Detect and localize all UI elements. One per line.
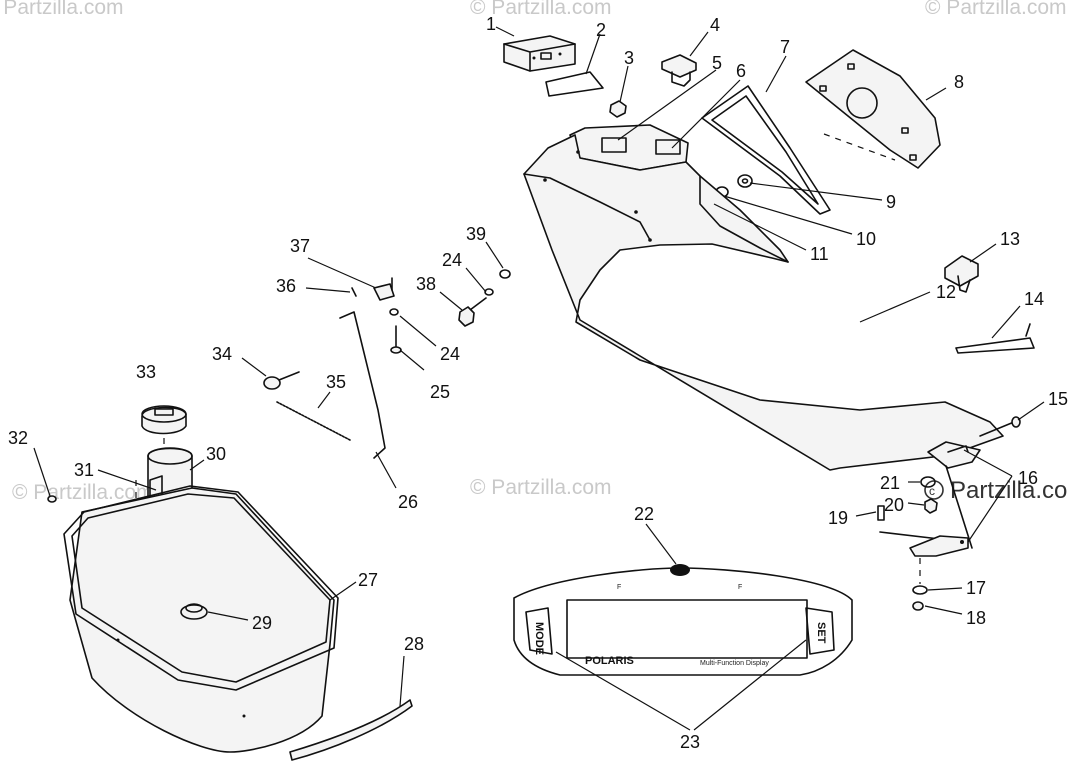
callout-28: 28 [404,634,424,654]
callout-11: 11 [810,244,829,264]
part-33-cap [141,405,187,435]
part-4-button-cap [661,54,697,87]
callout-2: 2 [596,20,606,40]
part-16-bracket [879,441,981,557]
callout-33: 33 [136,362,156,382]
callout-32: 32 [8,428,28,448]
callout-23: 23 [680,732,700,752]
watermark-mid-center: © Partzilla.com [470,476,612,499]
part-26-rod [339,311,386,459]
callout-26: 26 [398,492,418,512]
callout-6: 6 [736,61,746,81]
part-27-storage-tank [63,485,339,753]
part-24-washer-lower [389,308,399,316]
part-21-washer [920,476,936,488]
callout-34: 34 [212,344,232,364]
callout-18: 18 [966,608,986,628]
callout-1: 1 [486,14,496,34]
display-brand-label: POLARIS [585,655,634,667]
callout-22: 22 [634,504,654,524]
part-18-nut [912,601,924,611]
callout-8: 8 [954,72,964,92]
watermark-top-right: © Partzilla.com [925,0,1067,19]
part-34-eye-bolt [263,371,300,390]
callout-19: 19 [828,508,848,528]
part-38-bolt [458,297,487,327]
callout-38: 38 [416,274,436,294]
part-7-window-frame [701,85,831,215]
callout-35: 35 [326,372,346,392]
callout-36: 36 [276,276,296,296]
callout-10: 10 [856,229,876,249]
part-1-display-module [503,35,576,72]
callout-39: 39 [466,224,486,244]
part-5-6-console-opening [569,124,689,171]
callout-12: 12 [936,282,956,302]
callout-37: 37 [290,236,310,256]
part-14-strip [955,323,1035,354]
part-19-pin [877,505,885,521]
display-gauge-right-letter: F [738,584,742,591]
part-39-washer [499,269,511,279]
callout-21: 21 [880,473,900,493]
part-36-pin [351,287,357,297]
part-8-cover [805,49,941,169]
callout-24-lower: 24 [440,344,460,364]
callout-labels: 1 2 3 4 5 6 7 8 9 10 11 12 13 14 15 16 1… [8,14,1068,752]
watermark-top-center: © Partzilla.com [470,0,612,19]
callout-30: 30 [206,444,226,464]
svg-text:c: c [929,484,935,498]
callout-7: 7 [780,37,790,57]
callout-5: 5 [712,53,722,73]
part-9-washer [737,174,753,188]
callout-27: 27 [358,570,378,590]
callout-24-upper: 24 [442,250,462,270]
display-mode-button-label: MODE [533,622,545,655]
part-17-washer [912,585,928,595]
part-13-clip [944,255,979,293]
part-28-seal-strip [289,699,413,761]
part-12-hood-body [523,134,1004,471]
leader-lines [33,26,1045,731]
part-2-lens-strip [545,71,604,97]
display-set-button-label: SET [815,622,827,644]
callout-3: 3 [624,48,634,68]
callout-16: 16 [1018,468,1038,488]
part-32-screw [47,495,57,503]
part-29-grommet [180,603,208,620]
callout-4: 4 [710,15,720,35]
callout-13: 13 [1000,229,1020,249]
part-25-screw [390,325,402,354]
part-22-23-display-panel: MODE SET POLARIS Multi-Function Display … [513,564,853,676]
callout-15: 15 [1048,389,1068,409]
callout-29: 29 [252,613,272,633]
part-24-washer-upper [484,288,494,296]
callout-14: 14 [1024,289,1044,309]
guide-line-8 [823,133,896,161]
callout-31: 31 [74,460,94,480]
watermark-top-left: © Partzilla.com [0,0,124,19]
callout-17: 17 [966,578,986,598]
callout-9: 9 [886,192,896,212]
part-37-clip [373,277,395,301]
display-subtitle-label: Multi-Function Display [700,660,769,667]
part-20-nut [924,498,938,514]
callout-25: 25 [430,382,450,402]
part-35-spring [276,401,351,441]
display-gauge-left-letter: F [617,584,621,591]
callout-20: 20 [884,495,904,515]
part-3-nut [609,100,627,118]
